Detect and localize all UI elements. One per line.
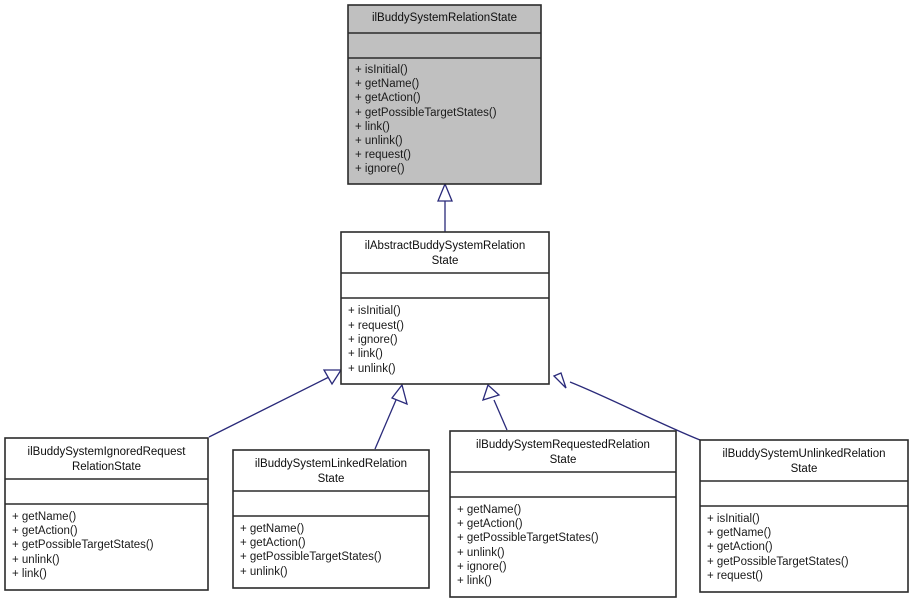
class-title-line: State	[791, 463, 818, 475]
class-box-ilabstractbuddysystemrelationstate[interactable]: ilAbstractBuddySystemRelation State + is…	[340, 231, 550, 385]
edge-abstract-to-root	[437, 182, 453, 232]
class-title-line: ilBuddySystemRelationState	[372, 12, 517, 24]
class-title-line: State	[432, 255, 459, 267]
class-box-ilbuddysystemlinkedrelationstate[interactable]: ilBuddySystemLinkedRelation State + getN…	[232, 449, 430, 589]
class-method-item: + isInitial()	[355, 64, 408, 76]
class-method-item: + getName()	[707, 527, 771, 539]
edge-ignored-to-abstract	[208, 369, 343, 438]
class-method-item: + unlink()	[240, 566, 288, 578]
class-title-line: ilBuddySystemLinkedRelation	[255, 458, 407, 470]
class-title-line: State	[318, 473, 345, 485]
class-method-item: + getName()	[355, 78, 419, 90]
class-method-item: + getAction()	[457, 518, 523, 530]
edge-linked-to-abstract	[374, 383, 408, 450]
class-box-ilbuddysystemignoredrequestrelationstate[interactable]: ilBuddySystemIgnoredRequest RelationStat…	[4, 437, 209, 591]
class-method-item: + getAction()	[12, 525, 78, 537]
class-method-item: + getName()	[240, 523, 304, 535]
relation-edges	[208, 182, 701, 450]
edge-requested-to-abstract	[481, 383, 508, 431]
class-method-item: + getAction()	[707, 541, 773, 553]
class-method-item: + ignore()	[348, 334, 398, 346]
class-method-item: + getName()	[12, 511, 76, 523]
class-method-item: + getAction()	[240, 537, 306, 549]
class-method-item: + unlink()	[457, 547, 505, 559]
class-method-item: + ignore()	[457, 561, 507, 573]
class-method-item: + getPossibleTargetStates()	[457, 532, 599, 544]
class-box-ilbuddysystemunlinkedrelationstate[interactable]: ilBuddySystemUnlinkedRelation State + is…	[699, 439, 909, 593]
edge-unlinked-to-abstract	[552, 372, 701, 441]
class-method-item: + ignore()	[355, 163, 405, 175]
class-title-line: ilAbstractBuddySystemRelation	[365, 240, 525, 252]
class-method-item: + getAction()	[355, 92, 421, 104]
class-box-ilbuddysystemrequestedrelationstate[interactable]: ilBuddySystemRequestedRelation State + g…	[449, 430, 677, 598]
class-method-item: + getPossibleTargetStates()	[12, 539, 154, 551]
class-method-item: + isInitial()	[348, 305, 401, 317]
class-title-line: ilBuddySystemUnlinkedRelation	[723, 448, 886, 460]
class-title-line: ilBuddySystemRequestedRelation	[476, 439, 650, 451]
class-method-item: + unlink()	[348, 363, 396, 375]
class-method-item: + request()	[707, 570, 763, 582]
class-method-item: + getPossibleTargetStates()	[355, 107, 497, 119]
class-method-item: + isInitial()	[707, 513, 760, 525]
class-box-ilbuddysystemrelationstate[interactable]: ilBuddySystemRelationState + isInitial()…	[347, 4, 542, 185]
class-method-item: + getPossibleTargetStates()	[707, 556, 849, 568]
class-method-item: + getName()	[457, 504, 521, 516]
class-method-item: + getPossibleTargetStates()	[240, 551, 382, 563]
class-method-item: + request()	[348, 320, 404, 332]
class-method-item: + link()	[12, 568, 47, 580]
class-method-item: + link()	[348, 348, 383, 360]
class-method-item: + unlink()	[355, 135, 403, 147]
class-method-item: + request()	[355, 149, 411, 161]
class-method-item: + link()	[355, 121, 390, 133]
class-title-line: ilBuddySystemIgnoredRequest	[28, 446, 187, 458]
class-title-line: State	[550, 454, 577, 466]
class-method-item: + link()	[457, 575, 492, 587]
class-title-line: RelationState	[72, 461, 141, 473]
class-method-item: + unlink()	[12, 554, 60, 566]
